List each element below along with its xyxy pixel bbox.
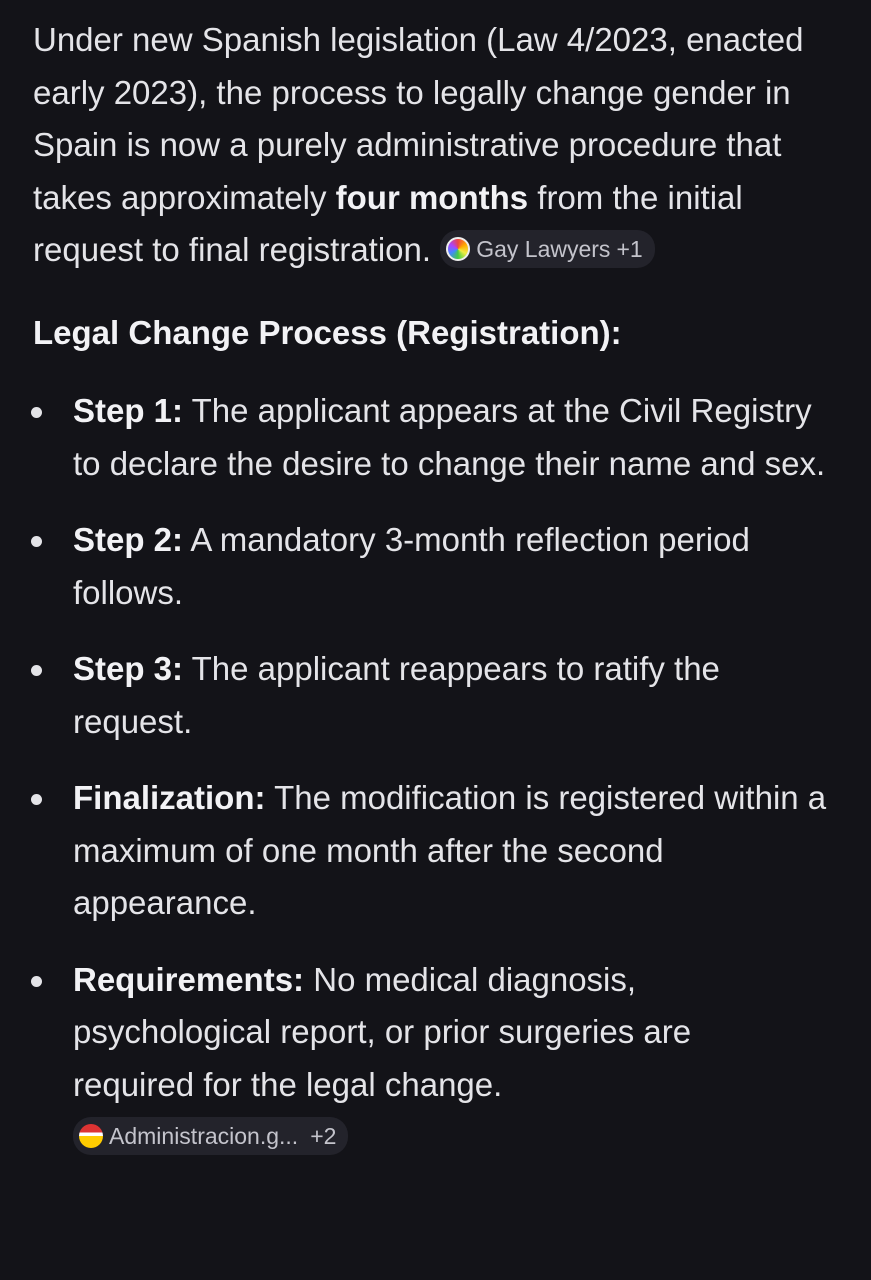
rainbow-logo-icon [446,237,471,262]
intro-paragraph: Under new Spanish legislation (Law 4/202… [33,21,804,269]
bullet-icon [31,407,42,418]
response-content: Under new Spanish legislation (Law 4/202… [31,21,841,1164]
bullet-icon [31,665,42,676]
list-item: Step 2: A mandatory 3-month reflection p… [31,514,841,619]
bullet-icon [31,975,42,987]
list-item: Finalization: The modification is regist… [31,772,841,930]
list-item: Requirements: No medical diagnosis, psyc… [31,954,841,1164]
list-item: Step 3: The applicant reappears to ratif… [31,643,841,748]
list-item: Step 1: The applicant appears at the Civ… [31,385,841,490]
bullet-icon [31,794,42,805]
section-heading: Legal Change Process (Registration): [33,313,622,351]
spain-gov-logo-icon [79,1124,103,1149]
source-chip-gay-lawyers[interactable]: Gay Lawyers+1 [440,230,655,269]
bullet-icon [31,536,42,547]
source-chip-administracion[interactable]: Administracion.g...+2 [73,1117,349,1156]
steps-list: Step 1: The applicant appears at the Civ… [31,385,841,1164]
